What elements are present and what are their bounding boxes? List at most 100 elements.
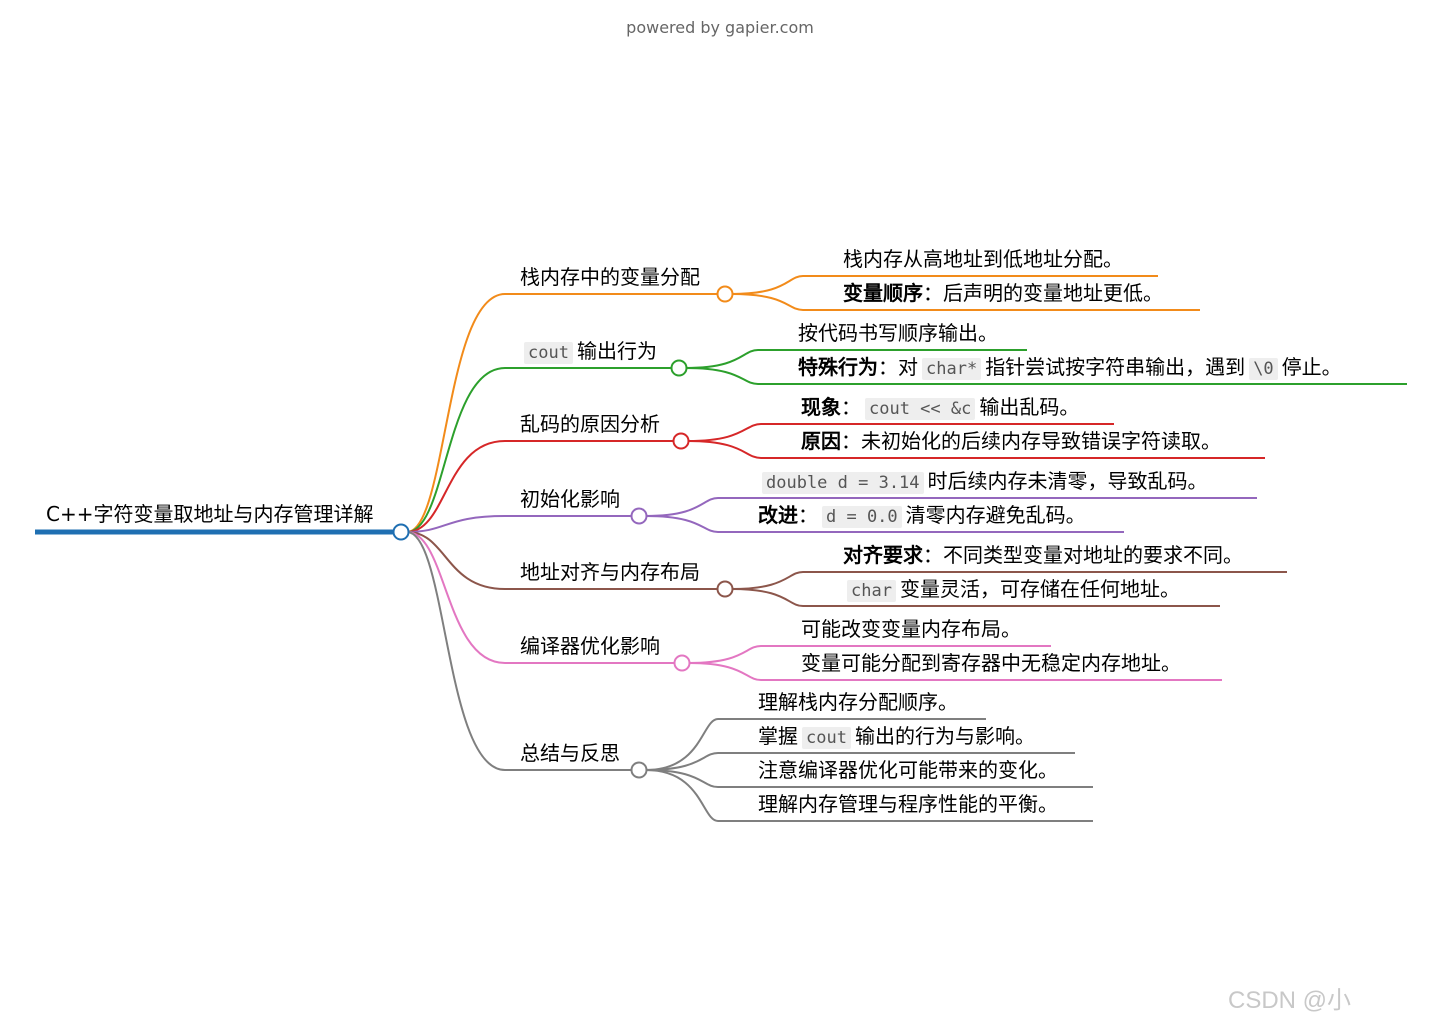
leaf-connector-2-0: [687, 423, 1114, 442]
text-segment: 指针尝试按字符串输出，遇到: [985, 355, 1246, 379]
branch-connector-5: [406, 531, 506, 664]
branch-connector-3: [406, 515, 506, 533]
leaf-connector-2-1: [687, 440, 1265, 459]
branch-node[interactable]: 初始化影响: [520, 487, 620, 511]
branch-node[interactable]: 总结与反思: [520, 741, 620, 765]
leaf-connector-1-1: [685, 367, 1407, 385]
leaf-node[interactable]: 按代码书写顺序输出。: [798, 321, 998, 345]
bold-term: 现象: [801, 395, 841, 419]
branch-toggle-2[interactable]: [672, 432, 690, 450]
leaf-connector-6-3: [645, 769, 1093, 822]
text-segment: ：未初始化的后续内存导致错误字符读取。: [841, 429, 1221, 453]
text-segment: ：对: [878, 355, 918, 379]
text-segment: ：后声明的变量地址更低。: [923, 281, 1163, 305]
code-snippet: char: [847, 580, 896, 602]
watermark: CSDN @小: [1228, 987, 1352, 1014]
branch-node[interactable]: 地址对齐与内存布局: [520, 560, 700, 584]
branch-toggle-5[interactable]: [673, 654, 691, 672]
leaf-connector-3-0: [645, 497, 1257, 517]
branch-connector-2: [406, 440, 506, 533]
code-snippet: char*: [922, 358, 982, 380]
text-segment: 初始化影响: [520, 487, 620, 511]
leaf-node[interactable]: 原因：未初始化的后续内存导致错误字符读取。: [801, 429, 1221, 453]
root-toggle[interactable]: [392, 523, 410, 541]
text-segment: 掌握: [758, 724, 798, 748]
leaf-node[interactable]: 变量顺序：后声明的变量地址更低。: [843, 281, 1163, 305]
leaf-connector-5-1: [688, 662, 1222, 681]
branch-toggle-3[interactable]: [630, 507, 648, 525]
leaf-connector-0-0: [731, 275, 1158, 295]
leaf-connector-4-0: [731, 571, 1287, 590]
text-segment: 变量灵活，可存储在任何地址。: [899, 577, 1180, 601]
text-segment: 理解内存管理与程序性能的平衡。: [758, 792, 1058, 816]
text-segment: 栈内存从高地址到低地址分配。: [843, 247, 1123, 271]
branch-node[interactable]: 编译器优化影响: [520, 634, 660, 658]
branch-connector-0: [406, 293, 506, 533]
root-node[interactable]: C++字符变量取地址与内存管理详解: [46, 502, 374, 526]
text-segment: 乱码的原因分析: [520, 412, 660, 436]
text-segment: 总结与反思: [520, 741, 620, 765]
text-segment: 变量可能分配到寄存器中无稳定内存地址。: [801, 651, 1181, 675]
leaf-connector-6-1: [645, 752, 1075, 771]
code-snippet: cout << &c: [865, 398, 976, 420]
code-snippet: double d = 3.14: [762, 472, 924, 494]
text-segment: ：不同类型变量对地址的要求不同。: [923, 543, 1243, 567]
leaf-connector-1-0: [685, 349, 1027, 369]
bold-term: 改进: [758, 503, 798, 527]
branch-node[interactable]: 栈内存中的变量分配: [520, 265, 700, 289]
branch-toggle-6[interactable]: [630, 761, 648, 779]
leaf-connector-0-1: [731, 293, 1200, 311]
text-segment: 注意编译器优化可能带来的变化。: [758, 758, 1058, 782]
leaf-node[interactable]: 对齐要求：不同类型变量对地址的要求不同。: [843, 543, 1243, 567]
text-segment: 栈内存中的变量分配: [520, 265, 700, 289]
text-segment: ：: [841, 395, 861, 419]
text-segment: 地址对齐与内存布局: [520, 560, 700, 584]
branch-connector-6: [406, 531, 506, 771]
code-snippet: \0: [1249, 358, 1278, 380]
code-snippet: d = 0.0: [822, 506, 902, 528]
branch-node[interactable]: 乱码的原因分析: [520, 412, 660, 436]
text-segment: 输出乱码。: [979, 395, 1080, 419]
branch-connector-1: [406, 367, 506, 533]
leaf-node[interactable]: 变量可能分配到寄存器中无稳定内存地址。: [801, 651, 1181, 675]
code-snippet: cout: [802, 727, 851, 749]
leaf-node[interactable]: 栈内存从高地址到低地址分配。: [843, 247, 1123, 271]
branch-connector-4: [406, 531, 506, 590]
text-segment: 理解栈内存分配顺序。: [758, 690, 958, 714]
powered-by-text: powered by gapier.com: [626, 18, 814, 37]
text-segment: 可能改变变量内存布局。: [801, 617, 1021, 641]
branch-toggle-1[interactable]: [670, 359, 688, 377]
bold-term: 变量顺序: [843, 281, 923, 305]
leaf-connector-5-0: [688, 645, 1051, 664]
leaf-connector-6-0: [645, 718, 986, 771]
bold-term: 原因: [801, 429, 841, 453]
branch-toggle-4[interactable]: [716, 580, 734, 598]
branch-toggle-0[interactable]: [716, 285, 734, 303]
text-segment: 按代码书写顺序输出。: [798, 321, 998, 345]
text-segment: 编译器优化影响: [520, 634, 660, 658]
text-segment: 时后续内存未清零，导致乱码。: [927, 469, 1208, 493]
text-segment: ：: [798, 503, 818, 527]
text-segment: 停止。: [1281, 355, 1342, 379]
leaf-connector-6-2: [645, 769, 1093, 788]
leaf-connector-4-1: [731, 588, 1220, 607]
leaf-node[interactable]: 注意编译器优化可能带来的变化。: [758, 758, 1058, 782]
leaf-node[interactable]: 理解栈内存分配顺序。: [758, 690, 958, 714]
code-snippet: cout: [524, 342, 573, 364]
leaf-node[interactable]: 可能改变变量内存布局。: [801, 617, 1021, 641]
text-segment: 清零内存避免乱码。: [905, 503, 1086, 527]
bold-term: 对齐要求: [843, 543, 923, 567]
text-segment: 输出的行为与影响。: [854, 724, 1035, 748]
bold-term: 特殊行为: [798, 355, 878, 379]
leaf-node[interactable]: 理解内存管理与程序性能的平衡。: [758, 792, 1058, 816]
text-segment: 输出行为: [576, 339, 657, 363]
